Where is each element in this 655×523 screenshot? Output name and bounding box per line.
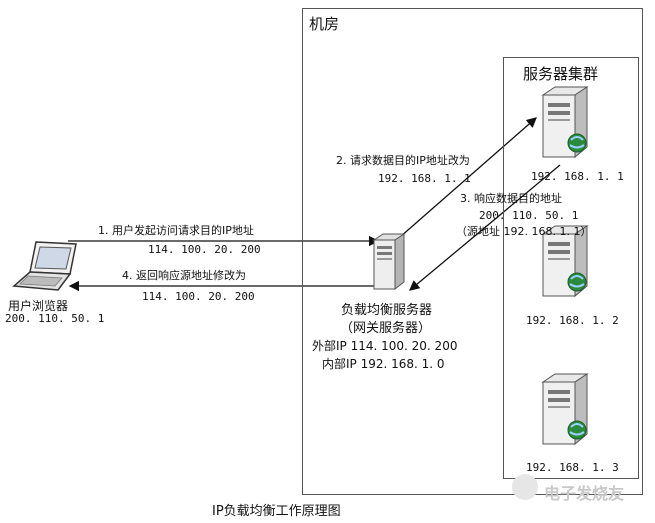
server-ip-label: 192. 168. 1. 1 [531,170,624,183]
machine-room-frame [302,8,643,495]
server-icon [541,86,589,159]
watermark-logo [512,474,538,500]
diagram-caption: IP负载均衡工作原理图 [212,504,341,519]
machine-room-title: 机房 [309,15,340,33]
load-balancer-server-icon [372,233,406,291]
step1-label: 1. 用户发起访问请求目的IP地址 [98,224,254,237]
step4-ip: 114. 100. 20. 200 [142,290,255,303]
arrow-request-to-server [391,117,537,245]
step2-ip: 192. 168. 1. 1 [378,172,471,185]
step4-label: 4. 返回响应源地址修改为 [122,269,246,282]
load-balancer-name: 负载均衡服务器 [341,303,433,318]
client-name: 用户浏览器 [8,299,69,313]
step2-label: 2. 请求数据目的IP地址改为 [336,154,470,167]
watermark-text: 电子发烧友 [544,484,625,503]
arrow-response-to-lb [409,164,561,291]
client-ip: 200. 110. 50. 1 [5,312,105,325]
server-ip-label: 192. 168. 1. 3 [526,461,619,474]
load-balancer-internal-ip: 内部IP 192. 168. 1. 0 [322,357,445,371]
laptop-icon [12,241,77,291]
step3-ip: 200. 110. 50. 1 [479,209,579,222]
step1-ip: 114. 100. 20. 200 [148,243,261,256]
load-balancer-subtitle: （网关服务器） [340,321,432,336]
step3-note: （源地址 192. 168. 1. 1） [456,225,592,238]
server-icon [541,225,589,298]
server-icon [541,373,589,446]
step3-label: 3. 响应数据目的地址 [460,192,562,205]
server-cluster-title: 服务器集群 [523,65,599,83]
server-ip-label: 192. 168. 1. 2 [526,314,619,327]
server-cluster-frame [503,57,639,479]
load-balancer-external-ip: 外部IP 114. 100. 20. 200 [312,339,458,353]
